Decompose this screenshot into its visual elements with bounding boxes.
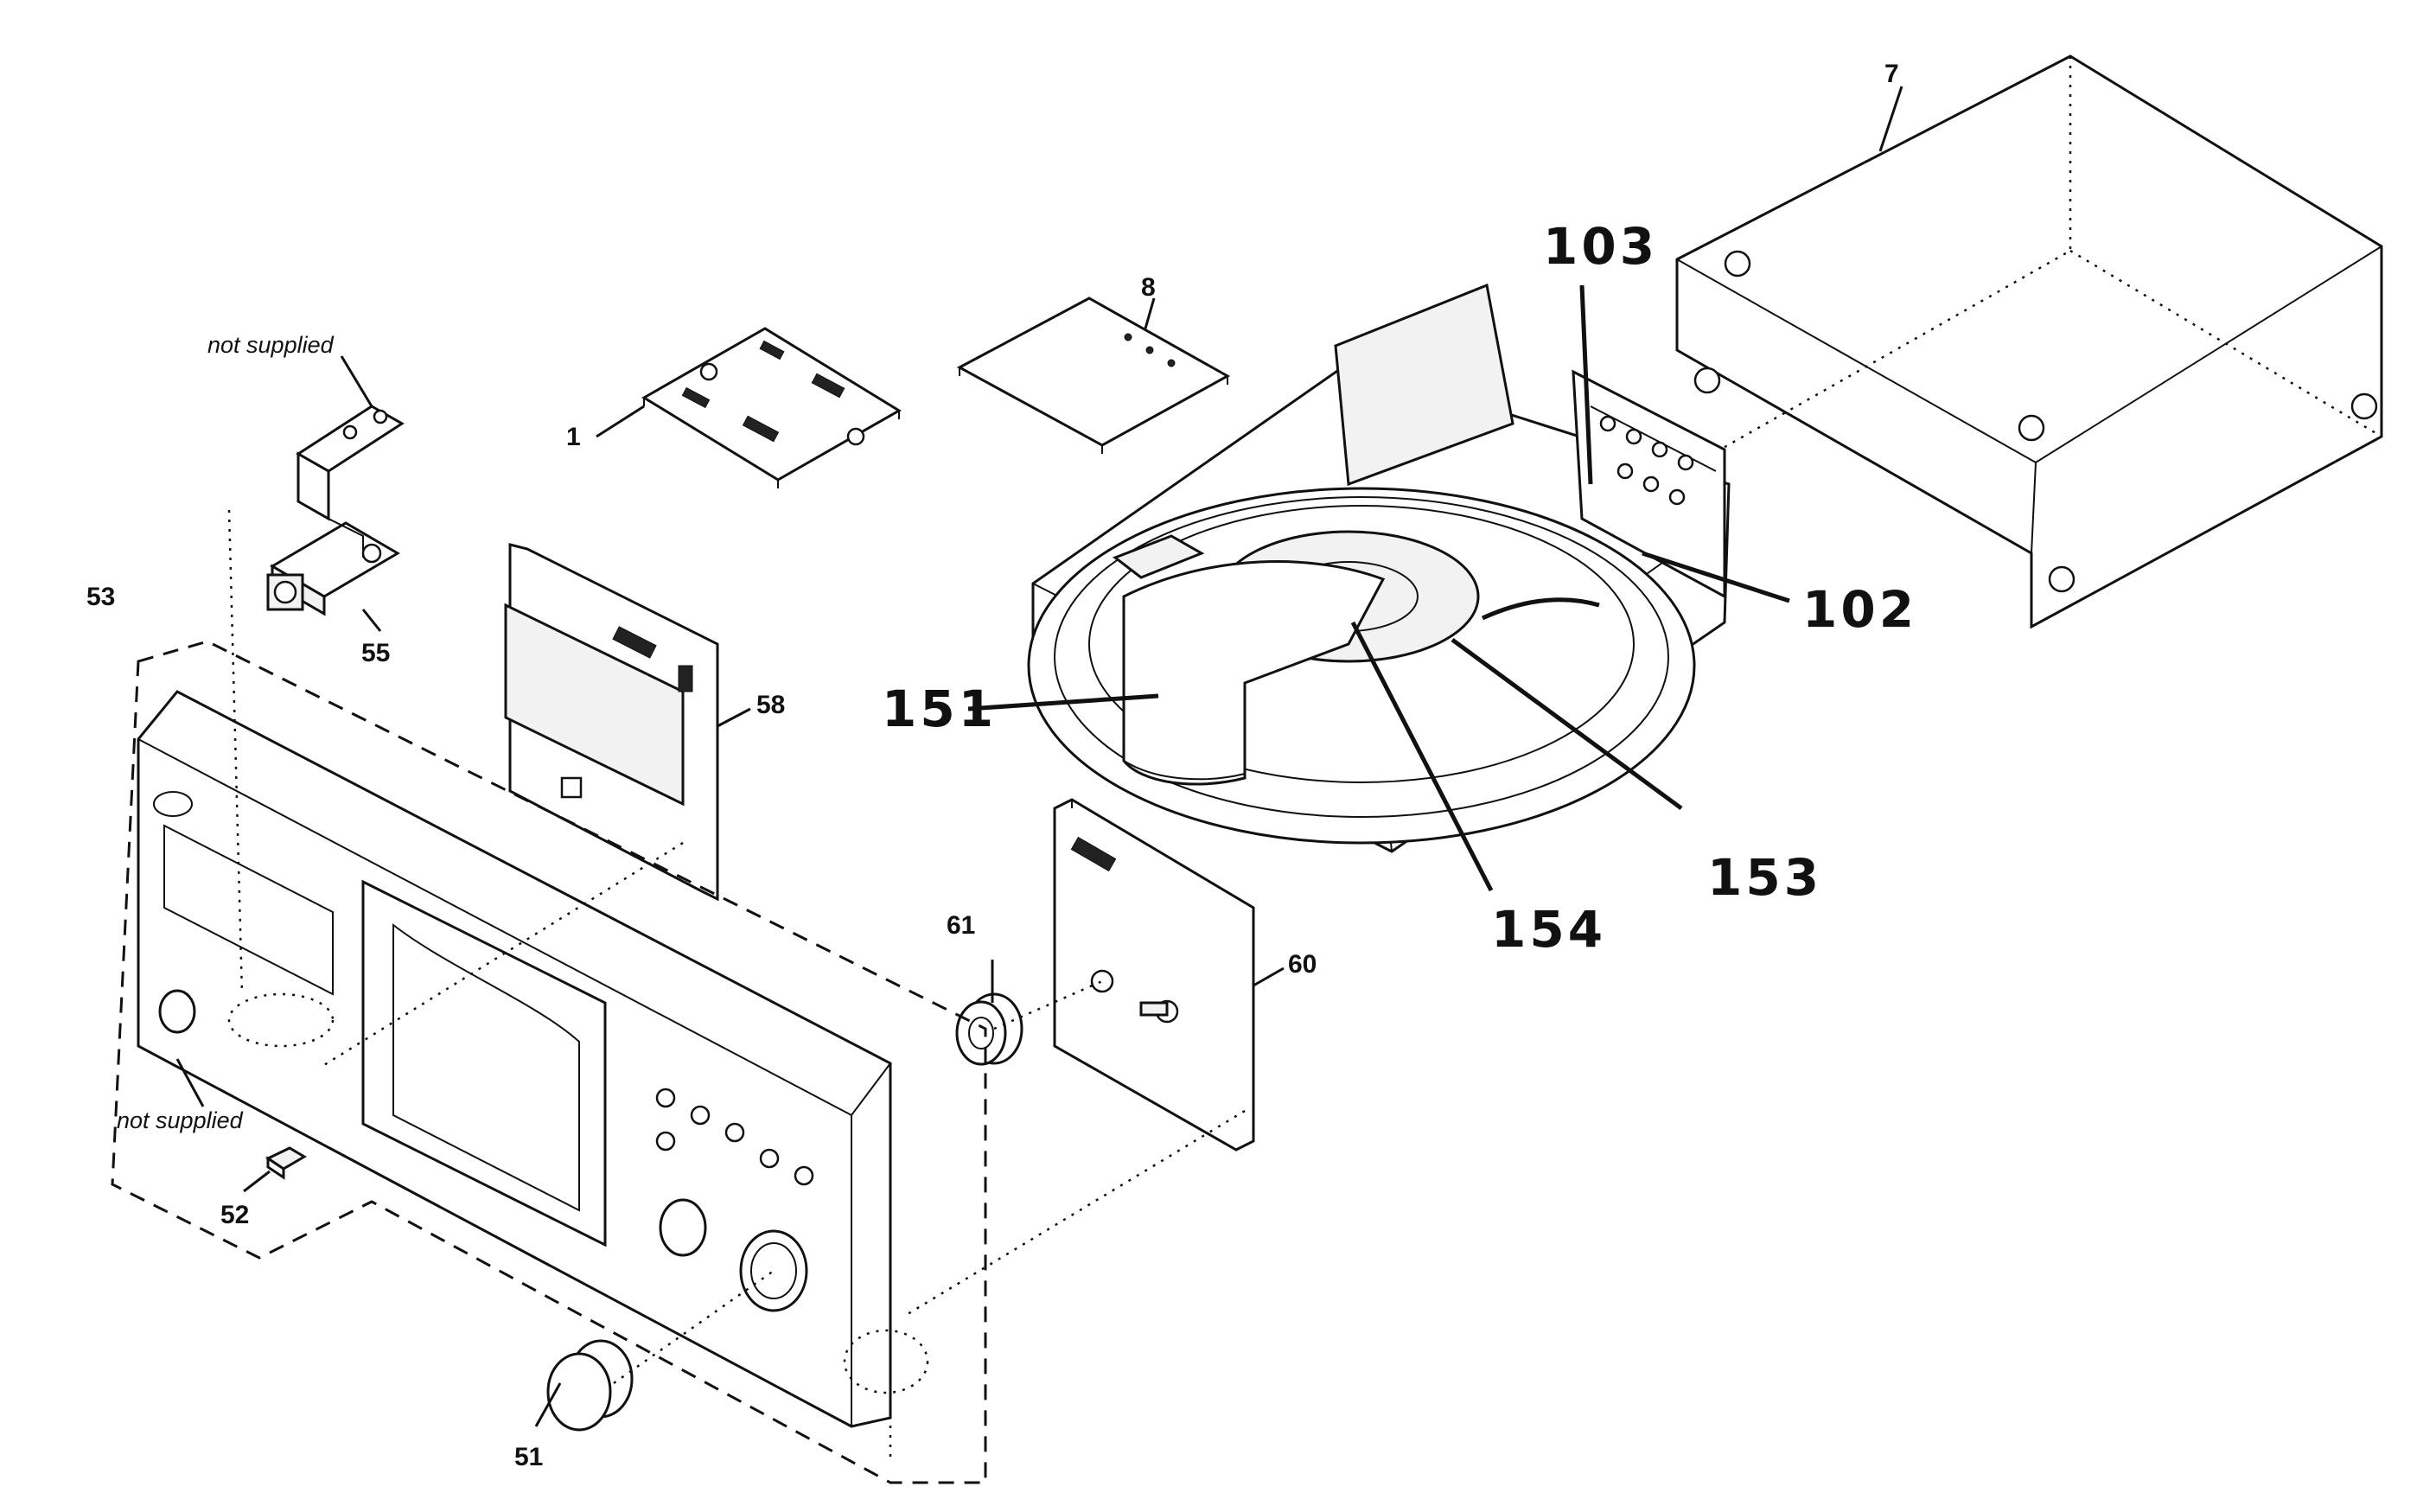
front-panel-assembly-boundary [111,640,987,1484]
knob-51 [546,1339,634,1432]
label-1: 1 [566,423,581,451]
tray-cover [1112,534,1386,786]
label-53: 53 [86,583,115,611]
note-not-supplied-top: not supplied [207,332,335,358]
board-8 [956,297,1231,454]
front-panel [137,690,929,1428]
label-151: 151 [882,679,997,738]
label-52: 52 [220,1201,249,1229]
label-60: 60 [1288,950,1317,979]
part-labels: 7 8 1 58 60 61 55 53 52 51 103 102 151 1… [86,60,1917,1471]
part-52 [265,1146,307,1180]
board-1 [641,327,902,488]
board-60 [1053,798,1255,1152]
board-58 [504,543,719,902]
bracket-not-supplied [296,405,405,558]
label-8: 8 [1141,273,1156,302]
label-58: 58 [756,691,785,719]
label-7: 7 [1884,60,1899,88]
notes: not supplied not supplied [117,332,335,1133]
label-51: 51 [514,1443,543,1471]
top-cover [1675,54,2383,629]
label-103: 103 [1543,217,1658,276]
label-154: 154 [1491,900,1606,959]
jack-board-55 [266,521,400,616]
label-61: 61 [947,911,975,940]
assembly-guides [227,509,1246,1461]
label-55: 55 [361,639,390,667]
leader-lines [175,86,1903,1427]
label-102: 102 [1802,580,1917,639]
note-not-supplied-bottom: not supplied [117,1107,244,1133]
label-153: 153 [1707,848,1822,907]
knob-61 [955,992,1023,1066]
